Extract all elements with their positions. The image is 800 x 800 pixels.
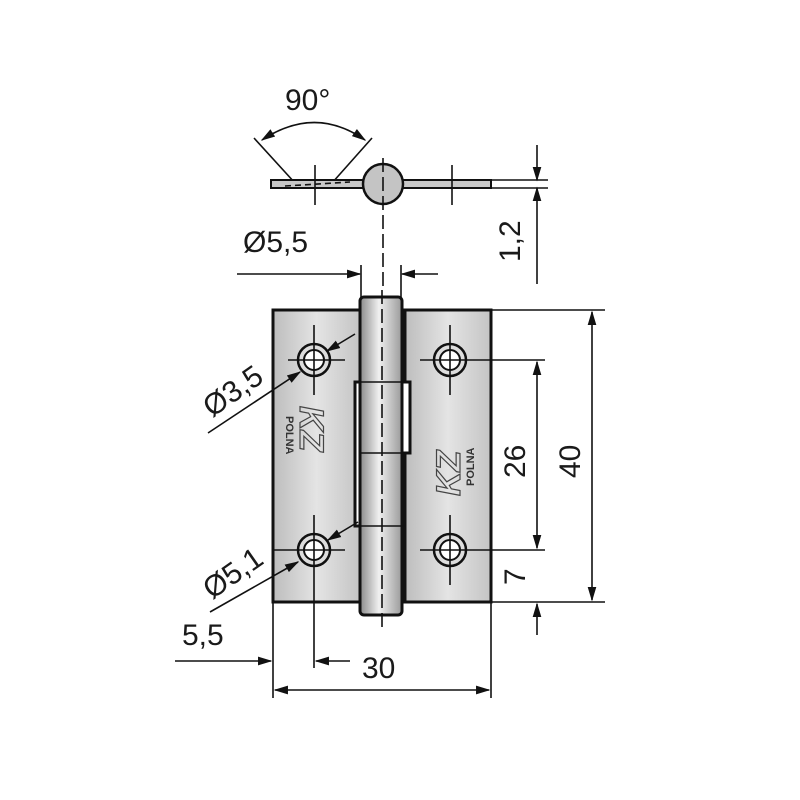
- total-width-label: 30: [362, 652, 395, 685]
- brand-logo-right: KZ POLNA: [429, 447, 477, 496]
- hole-spacing-label: 26: [499, 445, 532, 478]
- front-view: KZ POLNA KZ POLNA: [271, 290, 545, 668]
- hole-top-right: [420, 325, 545, 395]
- hole-bottom-right: [420, 515, 545, 585]
- edge-offset-label: 5,5: [182, 619, 224, 652]
- pin: [358, 295, 404, 617]
- hole-diameter-label: Ø3,5: [197, 359, 269, 423]
- pin-diameter-label: Ø5,5: [243, 226, 308, 259]
- angle-label: 90°: [285, 84, 330, 117]
- total-height-label: 40: [554, 445, 587, 478]
- svg-text:KZ: KZ: [292, 406, 330, 453]
- thickness-label: 1,2: [494, 220, 527, 262]
- angle-arc: [260, 121, 367, 141]
- bottom-dims: 5,5 30: [175, 602, 492, 698]
- svg-text:KZ: KZ: [430, 449, 468, 496]
- pin-diameter-dim: Ø5,5: [237, 226, 438, 300]
- right-dims: 40 26 7: [491, 309, 605, 635]
- countersink-diameter-label: Ø5,1: [197, 541, 269, 605]
- svg-text:POLNA: POLNA: [465, 447, 477, 486]
- hole-bottom-left: [273, 515, 345, 668]
- brand-logo-left: KZ POLNA: [283, 405, 331, 455]
- hole-top-left: [288, 325, 345, 395]
- top-view: 90° 1,2: [253, 84, 548, 290]
- bottom-offset-label: 7: [499, 568, 532, 585]
- svg-text:POLNA: POLNA: [283, 416, 295, 455]
